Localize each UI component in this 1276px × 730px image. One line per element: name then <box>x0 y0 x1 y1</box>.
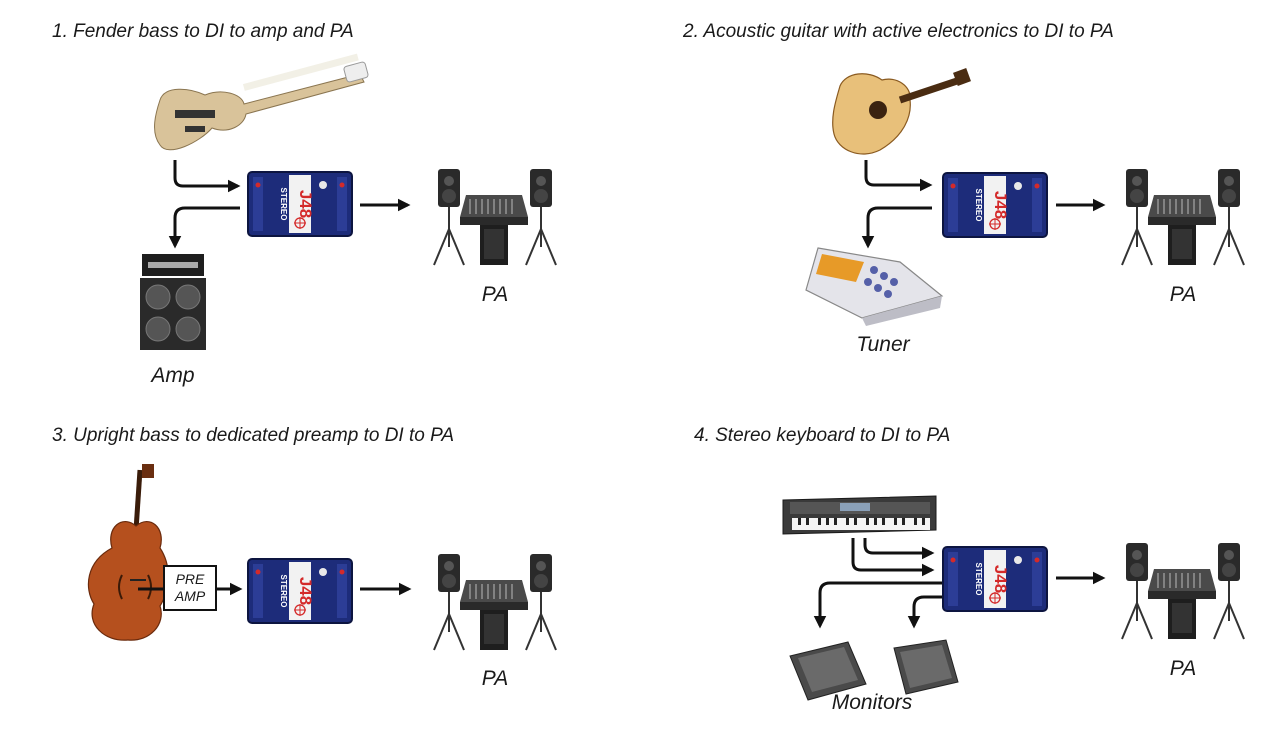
bass-amp-icon <box>140 254 206 350</box>
scenario-4 <box>782 495 1245 701</box>
tuner-icon <box>805 247 944 326</box>
tuner-label: Tuner <box>856 333 910 356</box>
pa-system-icon <box>433 553 557 651</box>
pa-label: PA <box>1169 283 1197 306</box>
di-box-icon <box>942 546 1048 612</box>
preamp-label-line2: AMP <box>174 588 206 604</box>
di-box-icon <box>247 558 353 624</box>
bass-guitar-icon <box>154 53 369 151</box>
pa-system-icon <box>433 168 557 266</box>
di-box-icon <box>942 172 1048 238</box>
preamp-label-line1: PRE <box>175 571 205 587</box>
di-box-icon <box>247 171 353 237</box>
scenario-1-title: 1. Fender bass to DI to amp and PA <box>52 21 354 42</box>
pa-label: PA <box>1169 657 1197 680</box>
amp-label: Amp <box>151 364 195 387</box>
stage-monitor-icon <box>893 639 959 695</box>
scenario-2-title: 2. Acoustic guitar with active electroni… <box>683 21 1114 42</box>
scenario-1 <box>140 53 557 350</box>
upright-bass-icon <box>87 464 169 641</box>
pa-label: PA <box>481 667 509 690</box>
scenario-2 <box>805 68 1245 326</box>
scenario-4-title: 4. Stereo keyboard to DI to PA <box>694 425 951 446</box>
pa-system-icon <box>1121 542 1245 640</box>
scenario-3 <box>87 464 557 651</box>
monitors-label: Monitors <box>831 691 913 714</box>
pa-system-icon <box>1121 168 1245 266</box>
pa-label: PA <box>481 283 509 306</box>
keyboard-icon <box>782 495 937 535</box>
acoustic-guitar-icon <box>832 68 971 155</box>
stage-monitor-icon <box>789 641 867 701</box>
scenario-3-title: 3. Upright bass to dedicated preamp to D… <box>52 425 455 446</box>
preamp-box: PRE AMP <box>163 565 217 611</box>
